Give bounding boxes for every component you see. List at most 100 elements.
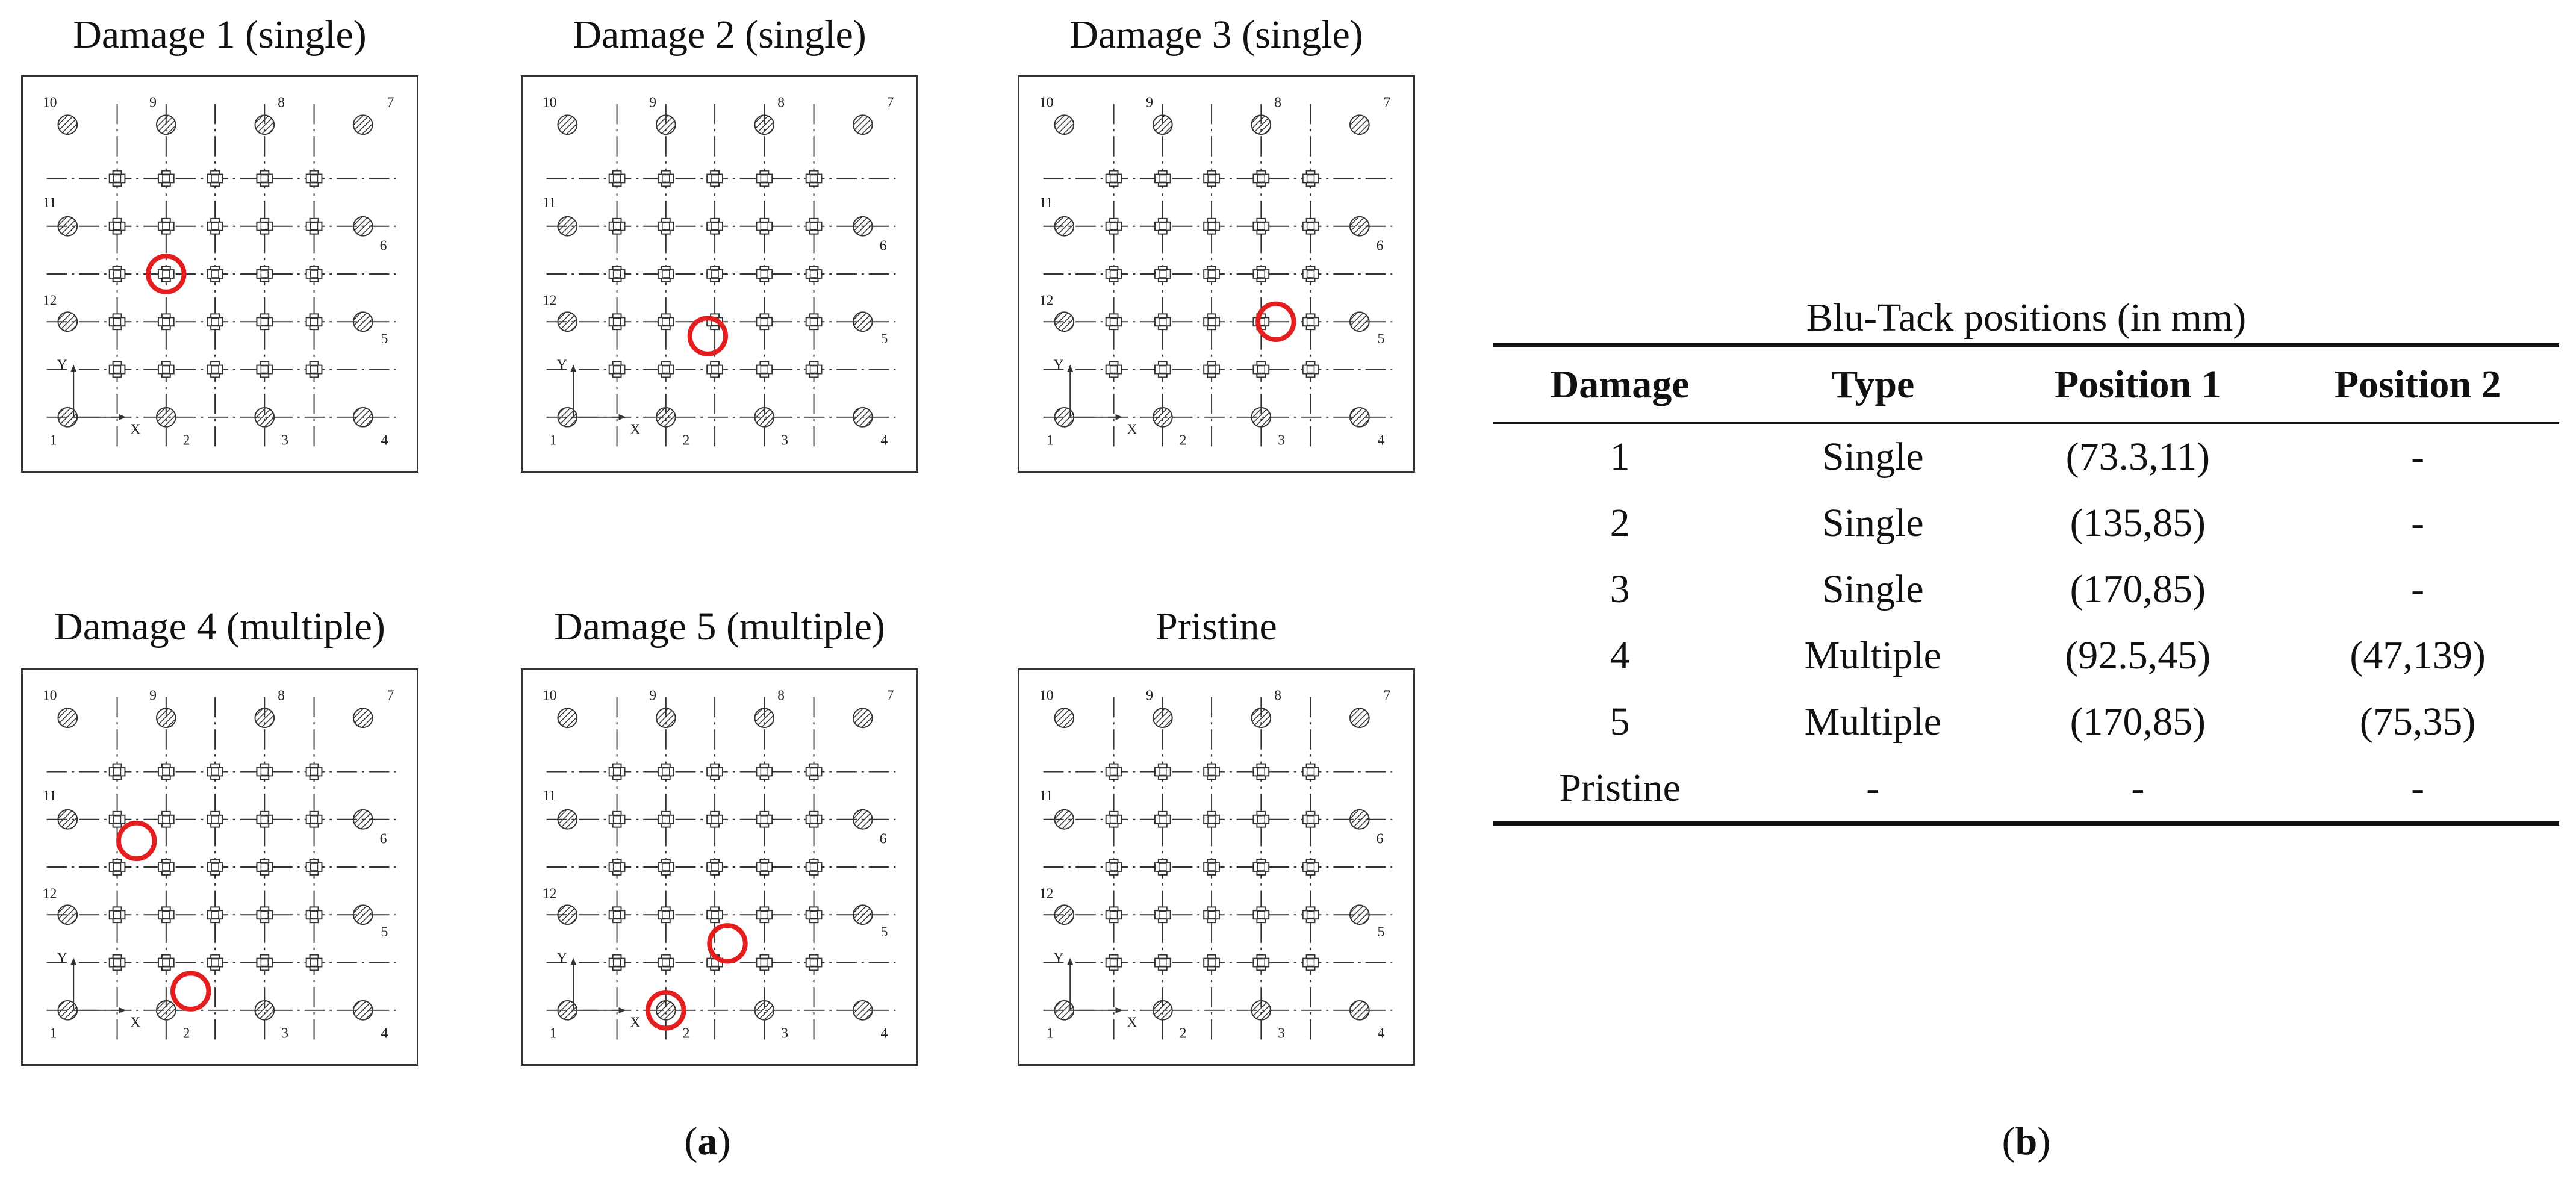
grid-node (805, 859, 823, 876)
damage-marker (170, 971, 211, 1012)
x-axis-label: X (630, 1015, 640, 1031)
grid-node (1302, 763, 1319, 780)
grid-node (256, 906, 273, 924)
x-axis-label: X (130, 422, 140, 438)
pzt-sensor (57, 216, 78, 237)
pzt-number: 12 (543, 886, 557, 902)
grid-node (108, 266, 126, 282)
pzt-sensor (557, 904, 578, 925)
pzt-sensor (57, 114, 78, 135)
pzt-number: 3 (1278, 1025, 1285, 1041)
pzt-number: 9 (649, 688, 656, 704)
grid-node (1302, 859, 1319, 876)
grid-node (157, 361, 175, 378)
grid-node (1302, 810, 1319, 828)
grid-node (108, 906, 126, 924)
pzt-number: 5 (381, 331, 388, 347)
table-row: 1 Single (73.3,11) - (1493, 423, 2559, 491)
grid-node (657, 810, 674, 828)
subfigure-label-b: (b) (2002, 1119, 2051, 1163)
grid-node (1302, 217, 1319, 235)
pzt-sensor (1054, 114, 1075, 135)
pzt-number: 8 (278, 688, 285, 704)
pzt-number: 8 (777, 95, 785, 111)
pzt-sensor (754, 708, 775, 729)
grid-node (1154, 170, 1171, 187)
pzt-sensor (155, 406, 176, 428)
grid-node (1252, 906, 1270, 924)
grid-node (157, 266, 175, 282)
cell-damage: 4 (1610, 633, 1630, 677)
grid-node (1302, 361, 1319, 378)
x-axis-label: X (1127, 1015, 1137, 1031)
pzt-number: 2 (683, 1025, 690, 1041)
damage-marker (707, 923, 748, 964)
pzt-number: 12 (543, 293, 557, 309)
grid-node (608, 217, 626, 235)
grid-node (608, 763, 626, 780)
grid-node (305, 170, 323, 187)
col-header-type: Type (1746, 343, 2000, 424)
grid-node (805, 217, 823, 235)
col-header-position-1: Position 1 (1999, 343, 2277, 424)
pzt-sensor (254, 114, 275, 135)
cell-position-1: - (1999, 755, 2277, 826)
grid-node (657, 954, 674, 971)
grid-node (608, 810, 626, 828)
grid-node (756, 810, 773, 828)
grid-node (108, 954, 126, 971)
pzt-number: 7 (1383, 688, 1390, 704)
pzt-sensor (1054, 809, 1075, 830)
grid-node (1252, 763, 1270, 780)
grid-node (256, 217, 273, 235)
pzt-sensor (852, 904, 873, 925)
grid-node (108, 170, 126, 187)
pzt-number: 1 (550, 432, 557, 448)
damage-marker (116, 820, 157, 862)
grid-node (108, 361, 126, 378)
grid-node (108, 313, 126, 331)
pzt-sensor (557, 311, 578, 332)
pzt-number: 5 (881, 331, 888, 347)
cell-damage: Pristine (1493, 755, 1747, 826)
table-row: 2 Single (135,85) - (1493, 490, 2559, 556)
grid-node (756, 906, 773, 924)
pzt-number: 1 (1047, 1025, 1054, 1041)
grid-node (1203, 763, 1220, 780)
grid-node (305, 313, 323, 331)
cell-type: - (1746, 755, 2000, 826)
grid-node (207, 217, 223, 235)
grid-node (1203, 906, 1220, 924)
pzt-sensor (352, 1000, 373, 1021)
pzt-sensor (1349, 708, 1370, 729)
grid-node (1252, 954, 1270, 971)
grid-node (305, 906, 323, 924)
x-axis-label: X (130, 1015, 140, 1031)
cell-position-2: - (2411, 501, 2425, 545)
pzt-sensor (254, 1000, 275, 1021)
grid-node (1302, 313, 1319, 331)
pzt-sensor (1349, 406, 1370, 428)
pzt-sensor (352, 904, 373, 925)
pzt-number: 10 (543, 95, 557, 111)
grid-node (305, 810, 323, 828)
grid-node (1203, 313, 1220, 331)
pzt-sensor (1054, 311, 1075, 332)
grid-node (756, 763, 773, 780)
pzt-number: 7 (387, 688, 394, 704)
pzt-number: 6 (380, 831, 387, 847)
pzt-number: 3 (281, 432, 288, 448)
cell-position-2: - (2276, 755, 2559, 826)
grid-node (608, 170, 626, 187)
cell-position-2: - (2411, 435, 2425, 479)
pzt-sensor (1054, 216, 1075, 237)
cell-damage: 2 (1610, 501, 1630, 545)
grid-node (1154, 313, 1171, 331)
pzt-number: 9 (1146, 95, 1153, 111)
table-header-row: Damage Type Position 1 Position 2 (1493, 343, 2559, 424)
